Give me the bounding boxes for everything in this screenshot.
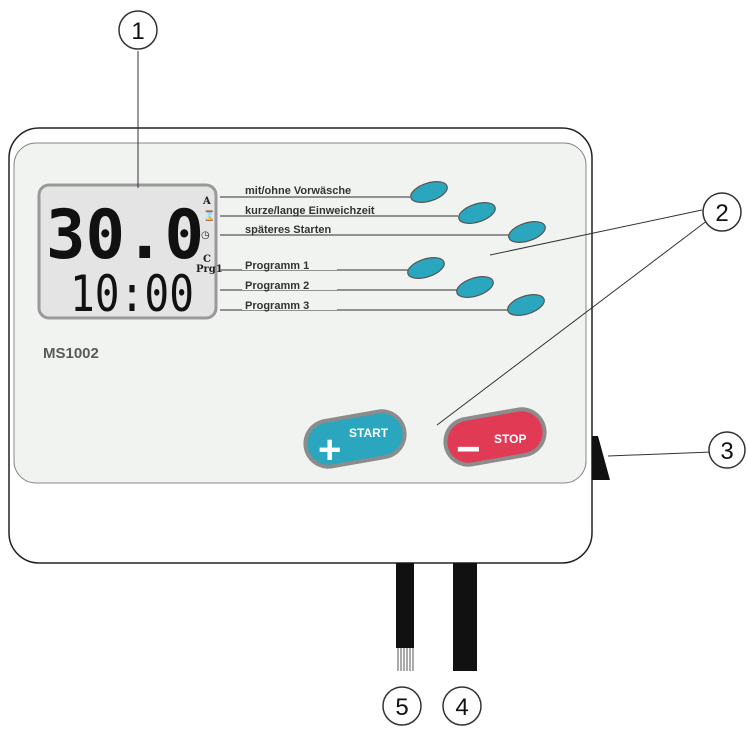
delayed-start-button[interactable] [506, 218, 548, 247]
svg-text:2: 2 [715, 200, 728, 227]
svg-text:3: 3 [720, 438, 733, 465]
start-label: START [349, 426, 389, 440]
symbol-prg1: Prg1 [196, 264, 223, 275]
symbol-a: A [202, 196, 211, 207]
callout-lines [137, 51, 713, 457]
side-dial[interactable] [592, 436, 610, 480]
label-program-3: Programm 3 [245, 300, 309, 312]
minus-icon: − [456, 425, 481, 472]
hourglass-icon: ⌛ [203, 209, 215, 222]
stop-label: STOP [494, 432, 526, 446]
label-program-2: Programm 2 [245, 280, 309, 292]
label-program-1: Programm 1 [245, 260, 309, 272]
callout-1: 1 [118, 10, 158, 50]
soak-time-button[interactable] [456, 199, 498, 228]
label-prewash: mit/ohne Vorwäsche [245, 185, 351, 197]
program-1-button[interactable] [405, 254, 447, 283]
callout-3: 3 [708, 431, 746, 469]
plus-icon: + [318, 428, 341, 472]
cable-5 [396, 563, 414, 648]
stop-button[interactable]: − STOP [439, 403, 550, 472]
callout-2: 2 [702, 192, 742, 232]
svg-text:5: 5 [395, 694, 408, 721]
model-name: MS1002 [43, 345, 99, 362]
svg-text:1: 1 [131, 18, 144, 45]
display-top-value: 30.0 [46, 196, 204, 275]
start-button[interactable]: + START [299, 405, 410, 472]
lcd-display: 30.0 10:00 A ⌛ ◷ C Prg1 [37, 183, 223, 323]
clock-icon: ◷ [201, 230, 210, 241]
symbol-c: C [203, 254, 211, 265]
callout-4: 4 [442, 686, 482, 726]
label-soak-time: kurze/lange Einweichzeit [245, 205, 375, 217]
cable-4 [453, 563, 477, 671]
svg-text:4: 4 [455, 694, 468, 721]
callout-5: 5 [382, 686, 422, 726]
program-3-button[interactable] [505, 291, 547, 320]
label-delayed-start: späteres Starten [245, 224, 331, 236]
program-2-button[interactable] [454, 273, 496, 302]
display-bottom-value: 10:00 [70, 265, 194, 323]
cable-5-wires [397, 648, 414, 671]
prewash-button[interactable] [408, 178, 450, 207]
